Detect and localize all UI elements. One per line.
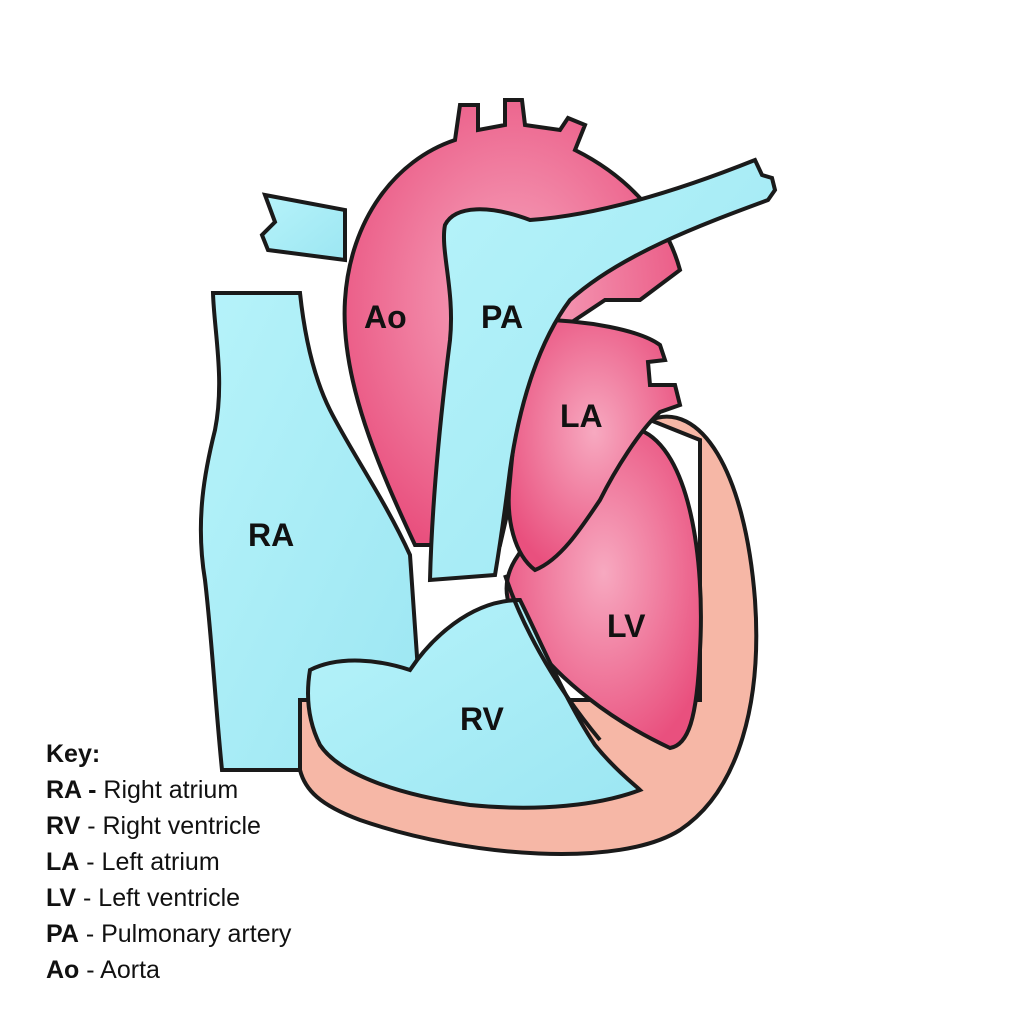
label-rv: RV xyxy=(460,701,505,737)
key-text: - Right ventricle xyxy=(80,812,261,840)
key-item-ao: Ao - Aorta xyxy=(46,952,291,988)
label-lv: LV xyxy=(607,608,646,644)
pulmonary-artery xyxy=(427,157,778,583)
key-item-rv: RV - Right ventricle xyxy=(46,808,291,844)
key-text: Right atrium xyxy=(96,776,239,804)
key-abbr: Ao xyxy=(46,956,80,984)
right-atrium xyxy=(198,291,423,772)
key-item-la: LA - Left atrium xyxy=(46,844,291,880)
right-ventricle xyxy=(306,597,644,810)
septum xyxy=(503,574,602,742)
label-ra: RA xyxy=(248,517,294,553)
key-abbr: RA - xyxy=(46,776,97,804)
label-la: LA xyxy=(560,398,603,434)
key-abbr: PA xyxy=(46,920,79,948)
key-text: - Pulmonary artery xyxy=(78,920,292,948)
label-pa: PA xyxy=(481,299,523,335)
vena-cava-branch xyxy=(259,192,347,263)
key-title: Key: xyxy=(46,740,101,768)
key-text: - Aorta xyxy=(79,956,160,984)
key-item-ra: RA - Right atrium xyxy=(46,772,291,808)
key-abbr: RV xyxy=(46,812,81,840)
key-text: - Left ventricle xyxy=(76,884,241,912)
key-abbr: LV xyxy=(46,884,77,912)
key-text: - Left atrium xyxy=(79,848,220,876)
key-item-pa: PA - Pulmonary artery xyxy=(46,916,291,952)
key-item-lv: LV - Left ventricle xyxy=(46,880,291,916)
key-legend: Key: RA - Right atrium RV - Right ventri… xyxy=(46,736,291,988)
key-abbr: LA xyxy=(46,848,80,876)
label-ao: Ao xyxy=(364,299,407,335)
